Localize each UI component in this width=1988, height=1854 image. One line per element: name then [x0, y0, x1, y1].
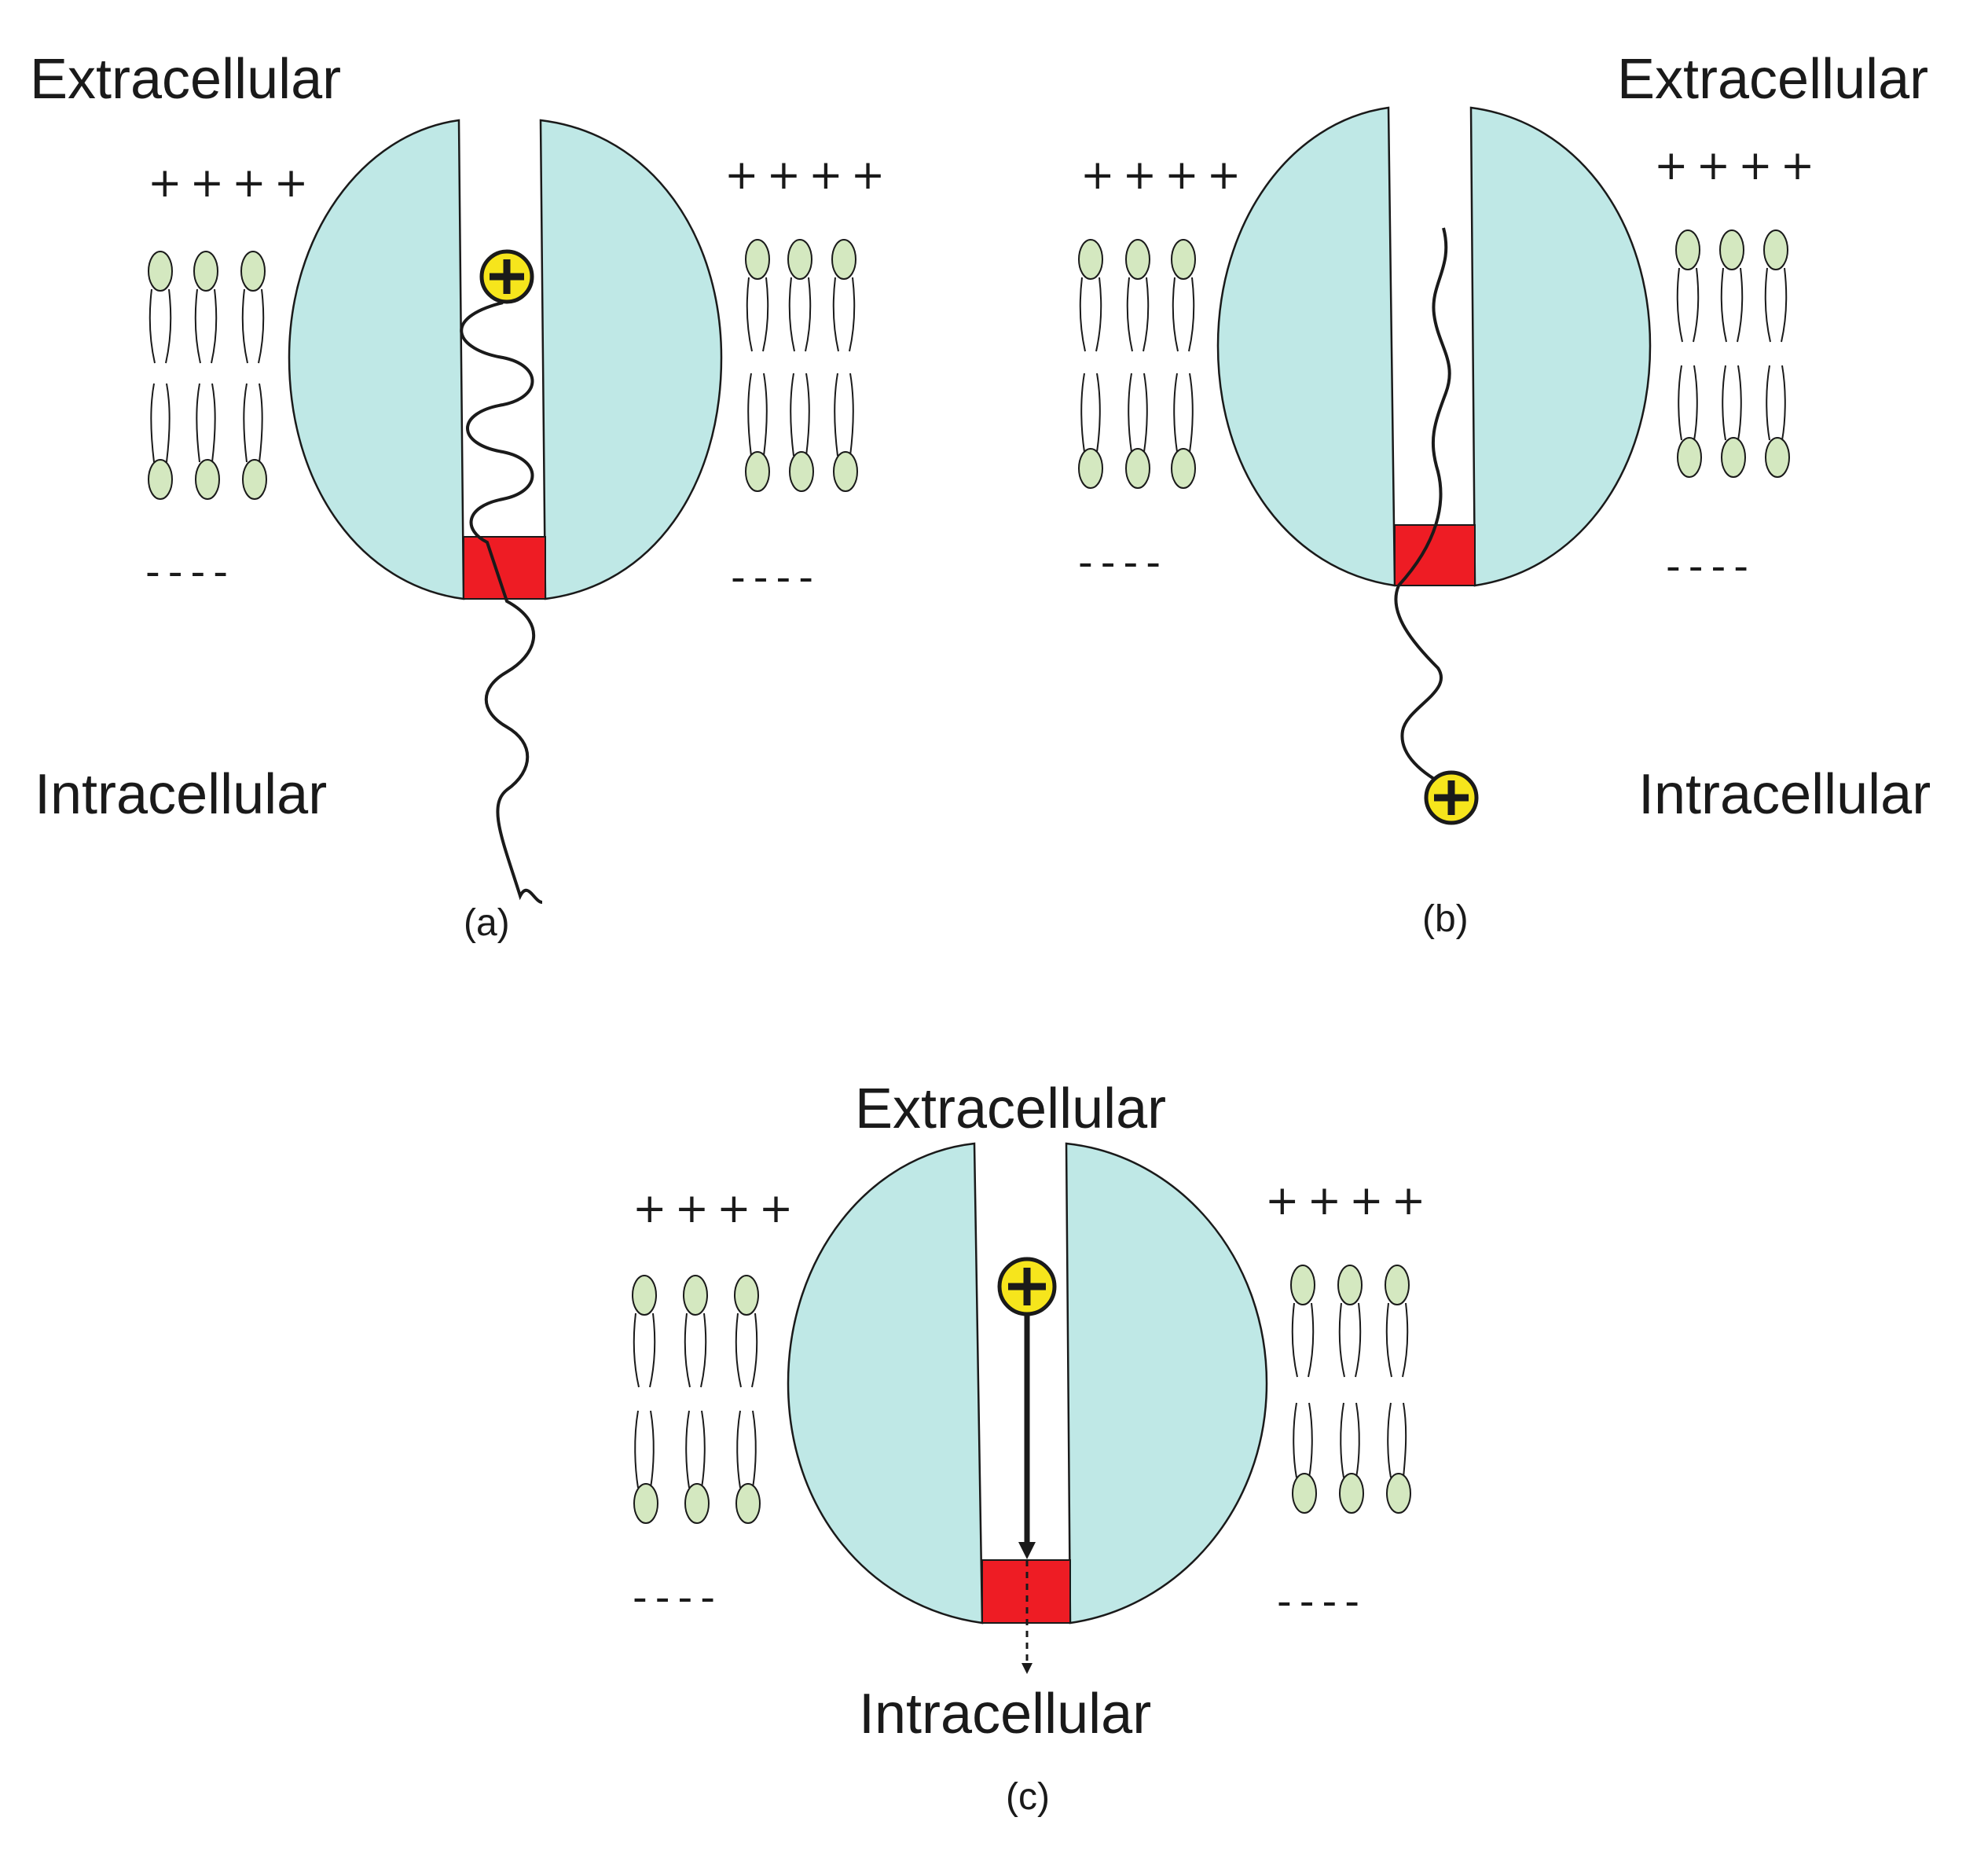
phospholipid-icon: [734, 1275, 761, 1524]
phospholipid-icon: [1763, 229, 1790, 478]
phospholipid-icon: [1719, 229, 1746, 478]
intracellular-label-b: Intracellular: [1638, 763, 1931, 826]
lipid-bilayer-right: [1675, 229, 1790, 478]
membrane-positive-charges: ++++: [148, 160, 316, 207]
channel-protein-right-lobe: [539, 119, 723, 600]
lipid-bilayer-left: [148, 251, 267, 500]
plus-in-circle-icon: [1424, 770, 1479, 825]
phospholipid-icon: [1675, 229, 1702, 478]
caption-c: (c): [1006, 1776, 1050, 1818]
panel-b: Extracellular Intracellular ++++ ++++ --…: [1078, 48, 1931, 940]
phospholipid-icon: [1290, 1265, 1317, 1514]
channel-protein-right-lobe: [1469, 106, 1652, 587]
plus-in-circle-icon: [479, 249, 534, 304]
membrane-negative-charges: ----: [1277, 1578, 1367, 1625]
phospholipid-icon: [1078, 239, 1103, 489]
channel-protein-right-lobe: [1065, 1142, 1268, 1625]
phospholipid-icon: [831, 239, 858, 492]
extracellular-label-b: Extracellular: [1617, 48, 1928, 111]
intracellular-label-c: Intracellular: [859, 1683, 1151, 1746]
panel-c: Extracellular Intracellular ++++ ++++ --…: [632, 1078, 1433, 1818]
lipid-bilayer-right: [1290, 1265, 1411, 1514]
membrane-positive-charges: ++++: [1654, 142, 1822, 189]
extracellular-label-a: Extracellular: [30, 48, 341, 111]
phospholipid-icon: [683, 1275, 710, 1524]
membrane-negative-charges: ----: [633, 1574, 723, 1621]
phospholipid-icon: [1385, 1265, 1411, 1514]
membrane-positive-charges: ++++: [1080, 152, 1249, 199]
lipid-bilayer-left: [632, 1275, 761, 1524]
phospholipid-icon: [1125, 239, 1150, 489]
lipid-bilayer-right: [745, 239, 858, 492]
channel-protein-left-lobe: [1216, 106, 1396, 587]
gate: [463, 536, 546, 600]
phospholipid-icon: [148, 251, 173, 500]
phospholipid-icon: [1337, 1265, 1364, 1514]
plus-in-circle-icon: [997, 1257, 1057, 1316]
membrane-positive-charges: ++++: [1265, 1177, 1433, 1224]
membrane-negative-charges: ----: [145, 549, 236, 596]
channel-protein-left-lobe: [787, 1142, 984, 1625]
membrane-negative-charges: ----: [1078, 539, 1168, 586]
s4-voltage-sensor-chain: [460, 301, 543, 904]
membrane-negative-charges: ----: [1666, 543, 1756, 590]
phospholipid-icon: [745, 239, 770, 492]
panel-a: Extracellular Intracellular ++++ ++++ --…: [30, 48, 893, 944]
membrane-positive-charges: ++++: [633, 1185, 801, 1232]
membrane-negative-charges: ----: [731, 554, 821, 601]
extracellular-label-c: Extracellular: [855, 1078, 1166, 1140]
phospholipid-icon: [787, 239, 814, 492]
caption-a: (a): [464, 902, 510, 944]
lipid-bilayer-left: [1078, 239, 1196, 489]
caption-b: (b): [1422, 898, 1469, 940]
arrowhead: [1018, 1542, 1036, 1559]
channel-protein-left-lobe: [288, 119, 465, 600]
intracellular-label-a: Intracellular: [35, 763, 327, 826]
arrowhead: [1022, 1663, 1033, 1674]
s4-voltage-sensor-chain: [1394, 227, 1451, 789]
membrane-positive-charges: ++++: [724, 152, 893, 199]
phospholipid-icon: [193, 251, 220, 500]
phospholipid-icon: [632, 1275, 658, 1524]
phospholipid-icon: [1171, 239, 1196, 489]
phospholipid-icon: [240, 251, 267, 500]
